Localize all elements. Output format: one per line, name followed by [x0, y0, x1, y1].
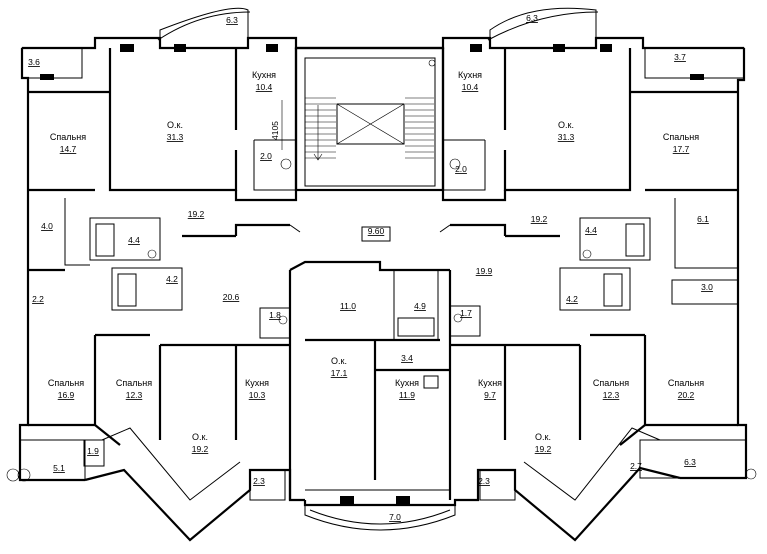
area-label-bath-top-right: 2.0 — [455, 164, 467, 174]
room-name-living-top-left: О.к. — [167, 120, 183, 130]
room-name-bedroom-right-2: Спальня — [668, 378, 704, 388]
room-name-bedroom-right-1: Спальня — [593, 378, 629, 388]
area-label-balcony-left: 5.1 — [53, 463, 65, 473]
staircase — [294, 46, 445, 192]
area-label-balcony-right-3: 6.3 — [684, 457, 696, 467]
area-label-closet-right: 6.1 — [697, 214, 709, 224]
room-area-kitchen-bottom-right: 9.7 — [484, 390, 496, 400]
interior-walls-top-right — [441, 48, 739, 446]
interior-walls-center — [289, 260, 450, 491]
area-label-hall-center: 11.0 — [340, 301, 356, 311]
area-label-bath-right-upper: 4.4 — [585, 225, 597, 235]
area-label-balcony-top-left: 6.3 — [226, 15, 238, 25]
room-area-living-top-right: 31.3 — [558, 132, 575, 142]
room-area-bedroom-right-1: 12.3 — [603, 390, 620, 400]
room-name-living-bottom-left: О.к. — [192, 432, 208, 442]
area-label-wc-right: 4.2 — [566, 294, 578, 304]
room-labels: О.к.31.3Кухня10.4Спальня14.7О.к.31.3Кухн… — [48, 70, 704, 454]
room-area-bedroom-right-2: 20.2 — [678, 390, 695, 400]
room-name-bedroom-left-1: Спальня — [48, 378, 84, 388]
room-name-kitchen-center: Кухня — [395, 378, 419, 388]
room-name-kitchen-bottom-left: Кухня — [245, 378, 269, 388]
area-label-corridor: 9.60 — [368, 226, 385, 236]
area-label-bath-top-left: 2.0 — [260, 151, 272, 161]
room-area-living-top-left: 31.3 — [167, 132, 184, 142]
top-balconies — [21, 7, 745, 79]
area-labels: 6.3 6.3 3.6 3.7 2.0 2.0 19.2 19.2 4.0 6.1 4.4 4.4 9.… — [28, 13, 713, 522]
area-label-bath-left-upper: 4.4 — [128, 235, 140, 245]
room-area-kitchen-bottom-left: 10.3 — [249, 390, 266, 400]
area-label-wc-small-right: 1.7 — [460, 308, 472, 318]
dimension-label: 4105 — [270, 121, 280, 140]
room-name-kitchen-top-right: Кухня — [458, 70, 482, 80]
area-label-balcony-top-right: 6.3 — [526, 13, 538, 23]
room-area-kitchen-center: 11.9 — [399, 390, 415, 400]
area-label-bath-center: 4.9 — [414, 301, 426, 311]
area-label-wc-left: 4.2 — [166, 274, 178, 284]
room-name-bedroom-left-2: Спальня — [116, 378, 152, 388]
room-area-bedroom-top-left: 14.7 — [60, 144, 77, 154]
area-label-balcony-right: 2.7 — [630, 461, 642, 471]
area-label-loggia-right-mid: 3.0 — [701, 282, 713, 292]
room-name-kitchen-top-left: Кухня — [252, 70, 276, 80]
room-name-living-center: О.к. — [331, 356, 347, 366]
area-label-closet-left: 4.0 — [41, 221, 53, 231]
area-label-balcony-bottom-center: 7.0 — [389, 512, 401, 522]
area-label-storage-left: 2.2 — [32, 294, 44, 304]
area-label-loggia-top-right: 3.7 — [674, 52, 686, 62]
corridor — [234, 190, 507, 242]
area-label-loggia-top-left: 3.6 — [28, 57, 40, 67]
room-area-living-bottom-right: 19.2 — [535, 444, 552, 454]
area-label-balcony-left-2: 2.3 — [253, 476, 265, 486]
room-name-bedroom-top-right: Спальня — [663, 132, 699, 142]
room-area-living-bottom-left: 19.2 — [192, 444, 209, 454]
area-label-hall-right: 19.9 — [476, 266, 493, 276]
room-area-bedroom-left-2: 12.3 — [126, 390, 143, 400]
room-area-bedroom-left-1: 16.9 — [58, 390, 75, 400]
bottom-balconies — [6, 427, 757, 531]
detail-marks — [40, 44, 704, 504]
room-area-kitchen-top-left: 10.4 — [256, 82, 273, 92]
room-name-kitchen-bottom-right: Кухня — [478, 378, 502, 388]
area-label-balcony-right-2: 2.3 — [478, 476, 490, 486]
area-label-closet-bottom-left: 1.9 — [87, 446, 99, 456]
room-name-bedroom-top-left: Спальня — [50, 132, 86, 142]
area-label-hall-left: 20.6 — [223, 292, 240, 302]
room-area-kitchen-top-right: 10.4 — [462, 82, 479, 92]
area-label-closet-center: 3.4 — [401, 353, 413, 363]
interior-walls-top-left — [28, 48, 298, 446]
room-area-living-center: 17.1 — [331, 368, 348, 378]
area-label-hall-top-right: 19.2 — [531, 214, 548, 224]
room-name-living-top-right: О.к. — [558, 120, 574, 130]
room-area-bedroom-top-right: 17.7 — [673, 144, 690, 154]
room-name-living-bottom-right: О.к. — [535, 432, 551, 442]
area-label-wc-small-left: 1.8 — [269, 310, 281, 320]
area-label-hall-top-left: 19.2 — [188, 209, 205, 219]
